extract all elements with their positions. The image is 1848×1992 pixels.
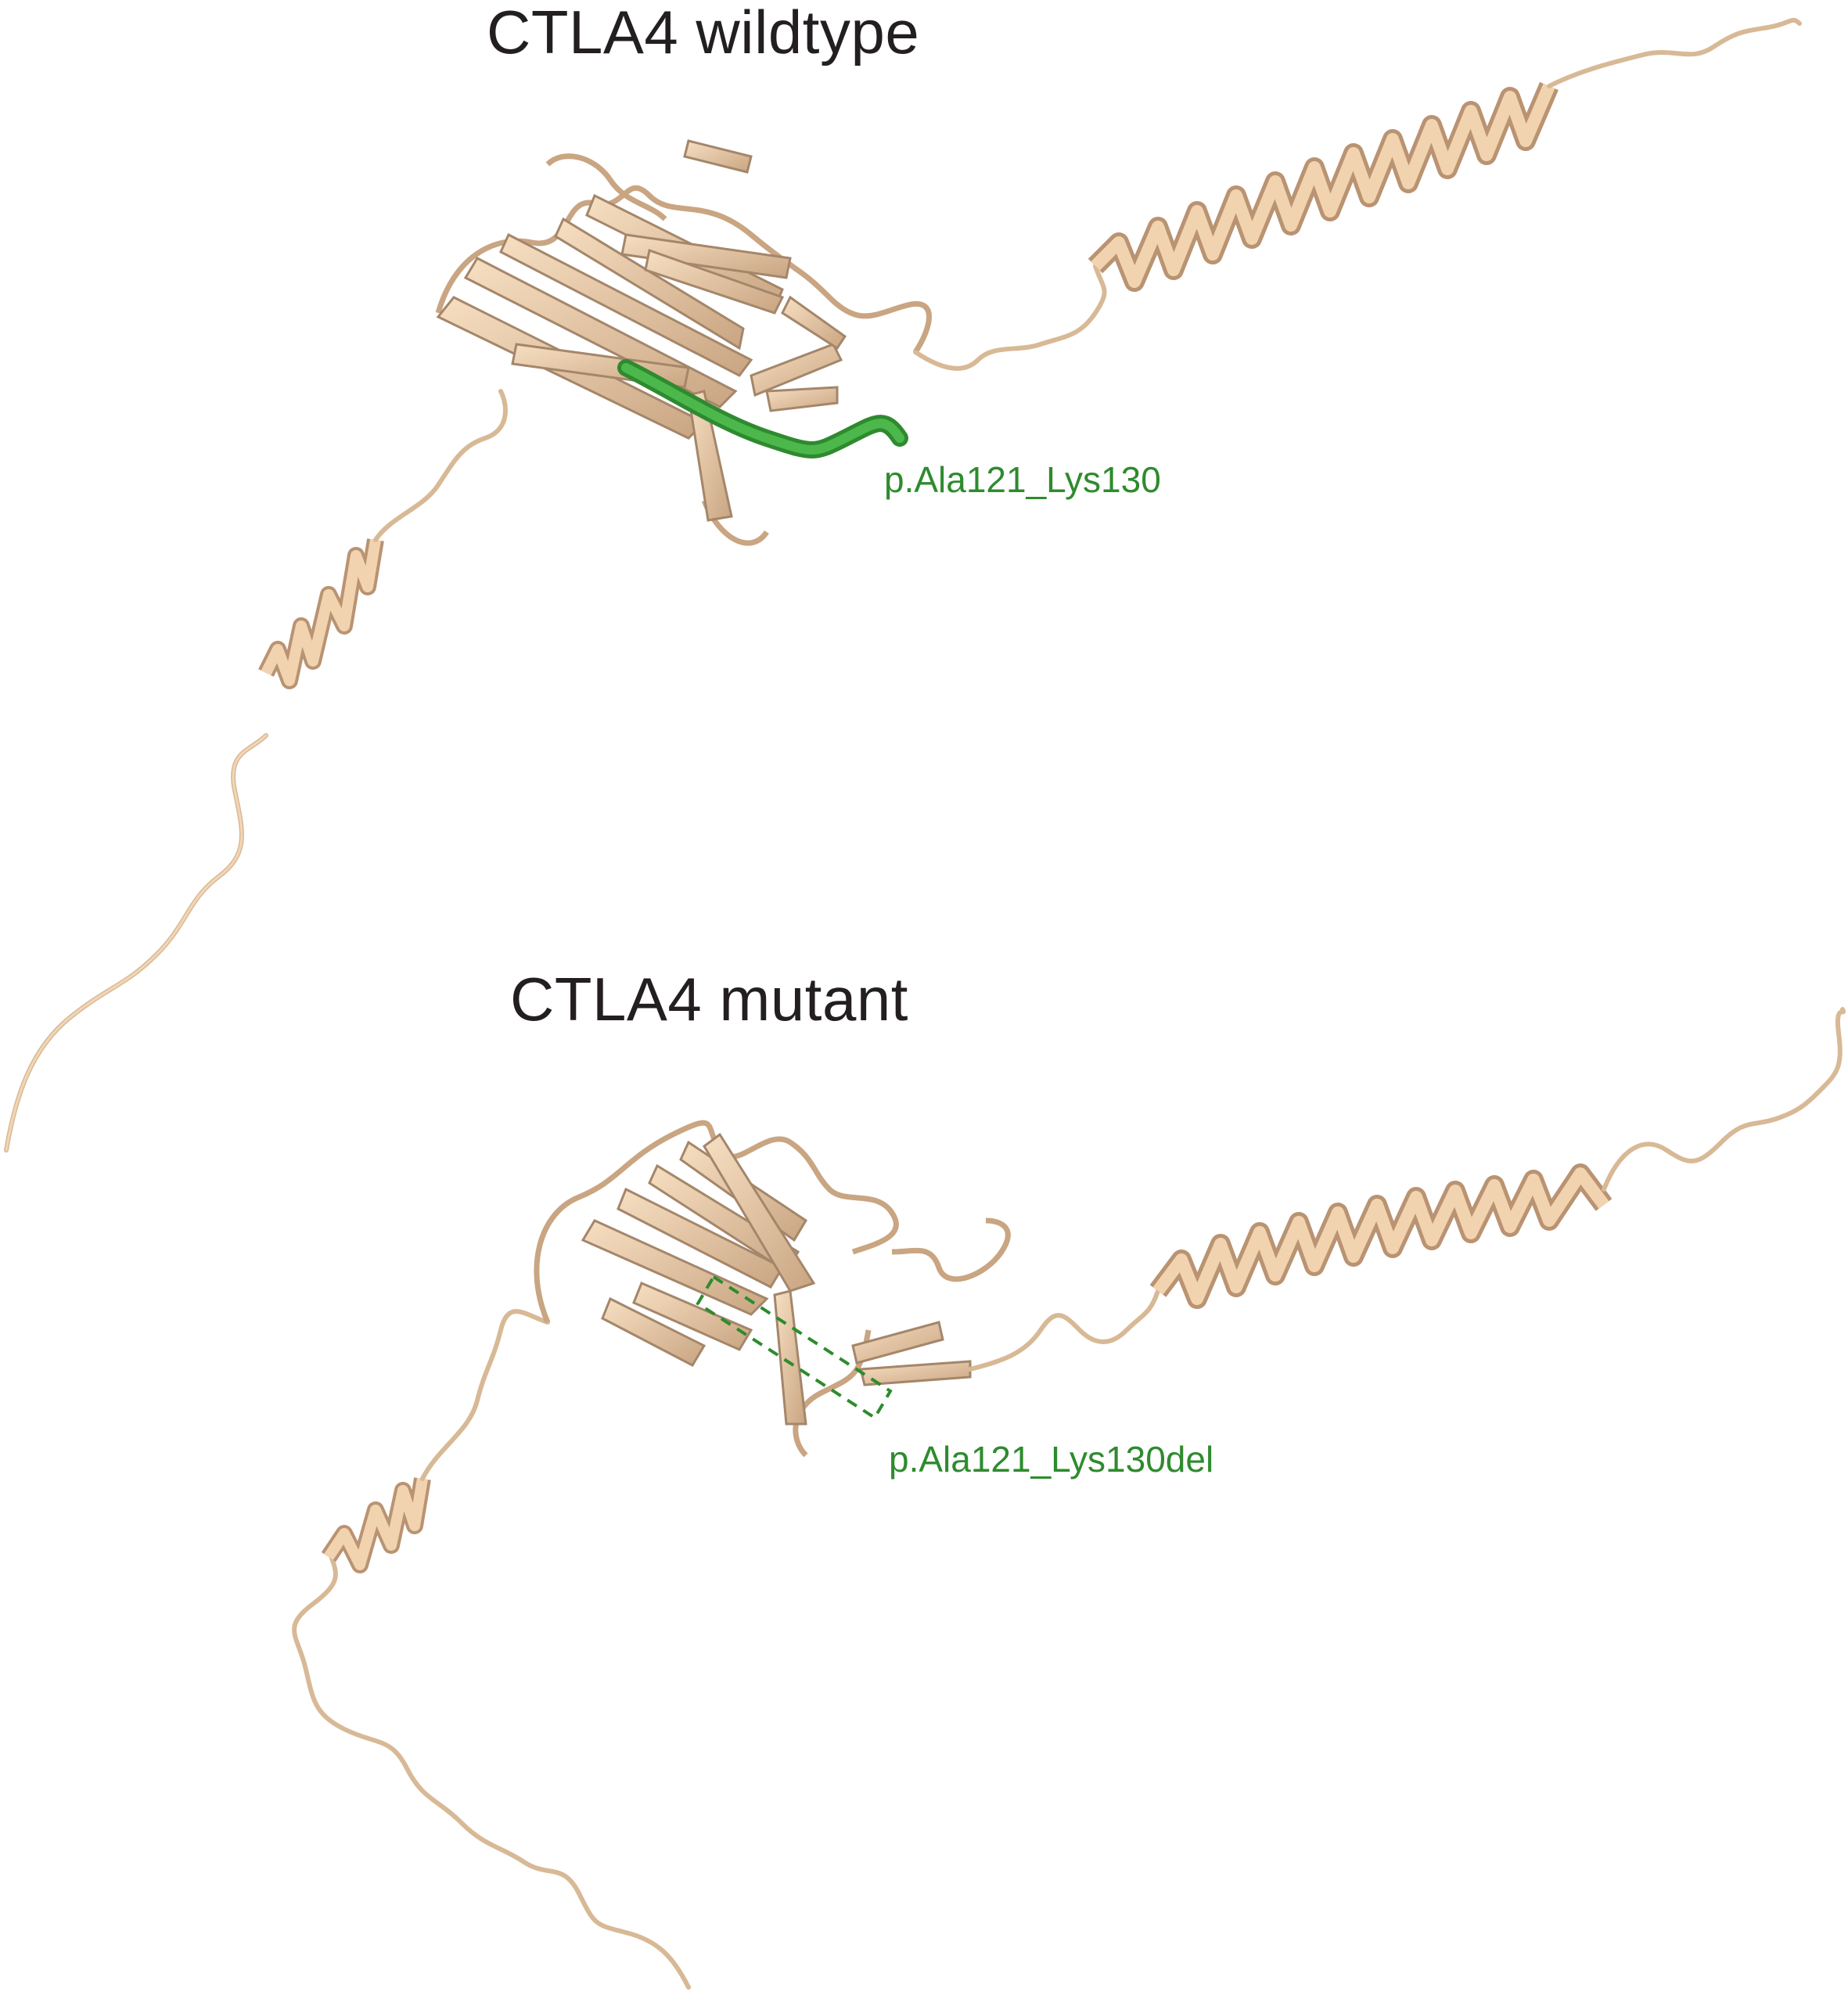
wildtype-n-terminal-coil (4, 733, 268, 1152)
wildtype-c-linker-coil (913, 264, 1107, 371)
wildtype-variant-label: p.Ala121_Lys130 (884, 459, 1161, 500)
mutant-n-terminal-coil (292, 1547, 691, 1990)
mutant-protein-ribbon (292, 1007, 1846, 1990)
wildtype-panel-title: CTLA4 wildtype (487, 0, 920, 67)
mutant-beta-domain (534, 1120, 1011, 1458)
mutant-c-terminal-coil (1602, 1007, 1846, 1192)
wildtype-c-terminal-helix (1088, 81, 1559, 292)
wildtype-n-terminal-helix (258, 538, 384, 689)
mutant-variant-label: p.Ala121_Lys130del (889, 1439, 1214, 1480)
wildtype-beta-domain (435, 139, 932, 546)
mutant-linker-coil (420, 1309, 550, 1481)
wildtype-protein-ribbon (4, 17, 1802, 1152)
mutant-c-terminal-helix (1149, 1163, 1613, 1309)
wildtype-c-terminal-coil (1547, 17, 1802, 88)
mutant-c-linker-coil (968, 1289, 1160, 1372)
wildtype-linker-coil (373, 389, 508, 542)
mutant-panel-title: CTLA4 mutant (510, 965, 908, 1034)
mutant-deletion-marker-box (696, 1275, 893, 1420)
wildtype-highlighted-segment (617, 359, 908, 458)
mutant-n-terminal-helix (321, 1477, 431, 1573)
